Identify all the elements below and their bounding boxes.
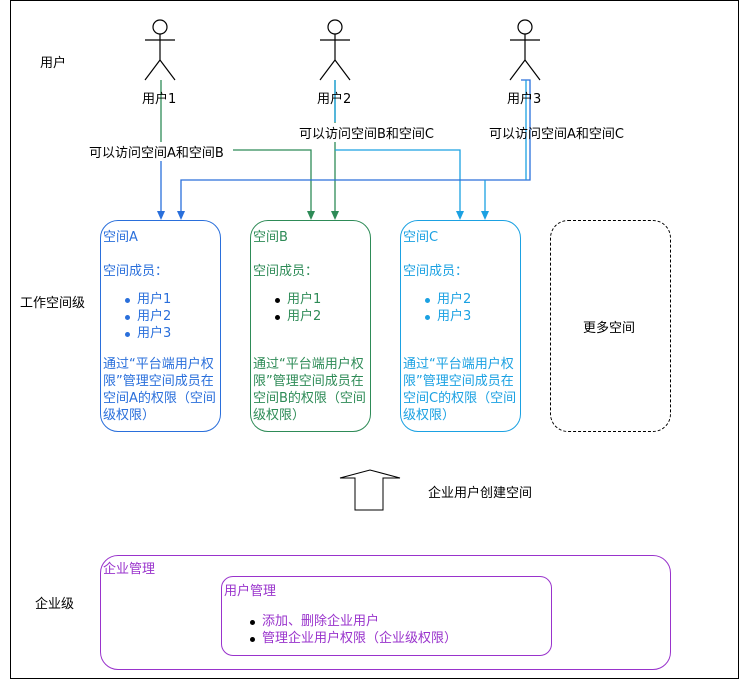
arrowhead: [157, 211, 165, 220]
enterprise-title: 企业管理: [103, 562, 156, 577]
list-item: 管理企业用户权限（企业级权限）: [222, 630, 457, 647]
space-a-box[interactable]: 空间A 空间成员： 用户1 用户2 用户3 通过“平台端用户权限”管理空间成员在…: [100, 220, 221, 432]
list-item: 用户2: [251, 308, 321, 325]
row-label-users: 用户: [40, 56, 67, 71]
list-item: 添加、删除企业用户: [222, 613, 457, 630]
actor-user2-label[interactable]: 用户2: [317, 92, 352, 107]
space-title: 空间C: [403, 230, 439, 245]
user-management-list: 添加、删除企业用户 管理企业用户权限（企业级权限）: [222, 613, 457, 647]
user-management-box[interactable]: 用户管理 添加、删除企业用户 管理企业用户权限（企业级权限）: [221, 576, 552, 656]
space-members-label: 空间成员：: [103, 264, 169, 279]
more-spaces-label: 更多空间: [583, 321, 636, 336]
list-item: 用户1: [251, 291, 321, 308]
space-description: 通过“平台端用户权限”管理空间成员在空间C的权限（空间级权限）: [403, 357, 517, 423]
arrowhead: [307, 211, 315, 220]
edge-user3-to-space-a: [180, 79, 531, 214]
space-members-list: 用户1 用户2 用户3: [101, 291, 171, 342]
space-members-label: 空间成员：: [403, 264, 469, 279]
stick-figure-icon: [509, 19, 541, 81]
list-item: 用户2: [101, 308, 171, 325]
list-item: 用户3: [401, 308, 471, 325]
space-c-box[interactable]: 空间C 空间成员： 用户2 用户3 通过“平台端用户权限”管理空间成员在空间C的…: [400, 220, 521, 432]
actor-user1-label[interactable]: 用户1: [142, 92, 177, 107]
space-title: 空间B: [253, 230, 288, 245]
space-members-list: 用户1 用户2: [251, 291, 321, 325]
row-label-enterprise-level: 企业级: [35, 597, 75, 612]
arrowhead: [481, 211, 489, 220]
edge-user1-to-space-b: [233, 149, 312, 214]
space-description: 通过“平台端用户权限”管理空间成员在空间B的权限（空间级权限）: [253, 357, 366, 423]
space-title: 空间A: [103, 230, 138, 245]
space-description: 通过“平台端用户权限”管理空间成员在空间A的权限（空间级权限）: [103, 357, 216, 423]
create-space-label: 企业用户创建空间: [428, 486, 533, 501]
create-space-arrow-icon: [339, 469, 401, 511]
arrowhead: [456, 211, 464, 220]
edge-user2-to-space-c: [335, 149, 461, 214]
space-members-list: 用户2 用户3: [401, 291, 471, 325]
actor-user3-label[interactable]: 用户3: [507, 92, 542, 107]
list-item: 用户3: [101, 325, 171, 342]
edge-label-user3: 可以访问空间A和空间C: [489, 127, 624, 142]
space-b-box[interactable]: 空间B 空间成员： 用户1 用户2 通过“平台端用户权限”管理空间成员在空间B的…: [250, 220, 371, 432]
enterprise-management-box[interactable]: 企业管理 用户管理 添加、删除企业用户 管理企业用户权限（企业级权限）: [100, 555, 671, 670]
space-members-label: 空间成员：: [253, 264, 319, 279]
arrowhead: [177, 211, 185, 220]
edge-label-user2: 可以访问空间B和空间C: [299, 123, 434, 142]
more-spaces-box[interactable]: 更多空间: [550, 220, 671, 432]
stick-figure-icon: [319, 19, 351, 81]
stick-figure-icon: [144, 19, 176, 81]
diagram-frame: [10, 0, 739, 679]
arrowhead: [331, 211, 339, 220]
edge-label-user1: 可以访问空间A和空间B: [89, 142, 224, 161]
list-item: 用户2: [401, 291, 471, 308]
row-label-workspace-level: 工作空间级: [20, 296, 86, 311]
user-management-title: 用户管理: [224, 584, 277, 599]
list-item: 用户1: [101, 291, 171, 308]
